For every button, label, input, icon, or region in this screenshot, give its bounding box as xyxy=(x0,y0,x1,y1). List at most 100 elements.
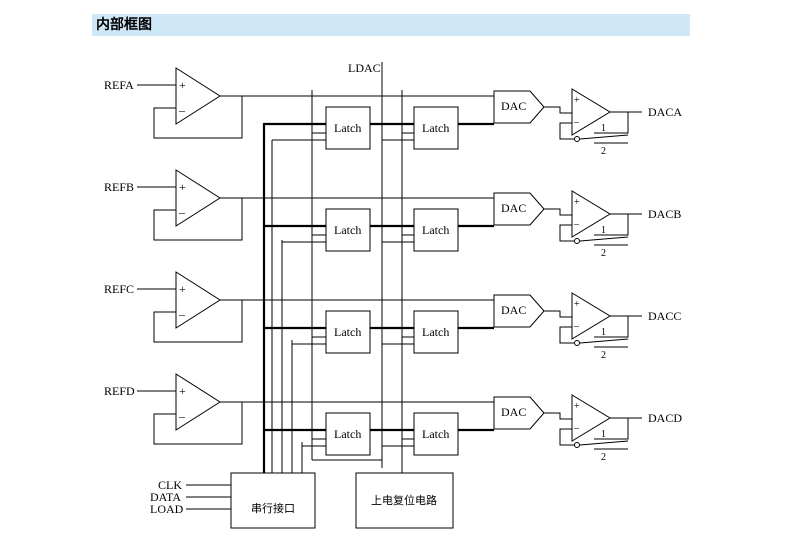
gain-1-label: 1 xyxy=(601,123,606,134)
input-latch xyxy=(325,106,371,150)
dac-latch-label: Latch xyxy=(422,223,449,237)
dac-output-label: DACB xyxy=(648,207,681,221)
gain-switch-arm xyxy=(579,338,629,344)
gain-feedback-return xyxy=(594,316,629,338)
ref-input-label: REFB xyxy=(104,180,134,194)
ref-input-label: REFD xyxy=(104,384,135,398)
dac-block xyxy=(493,294,545,328)
out-amp-minus: – xyxy=(573,423,580,434)
dac-latch-label: Latch xyxy=(422,121,449,135)
gain-feedback-line xyxy=(559,428,574,446)
output-amp xyxy=(571,394,611,442)
ref-amp-minus: – xyxy=(178,307,186,321)
ref-amp-plus: + xyxy=(179,282,186,296)
gain-switch-node xyxy=(574,238,580,244)
gain-switch-node xyxy=(574,442,580,448)
channel-1: REFB + – Latch Latch DAC + – DACB 1 2 xyxy=(104,169,681,259)
input-latch-label: Latch xyxy=(334,223,361,237)
gain-feedback-line xyxy=(559,326,574,344)
out-amp-plus: + xyxy=(574,197,580,208)
gain-feedback-line xyxy=(559,224,574,242)
dac-label: DAC xyxy=(501,405,526,419)
ref-amp-plus: + xyxy=(179,384,186,398)
dac-output-label: DACD xyxy=(648,411,682,425)
serial-interface-label: 串行接口 xyxy=(251,502,295,515)
dac-output-label: DACC xyxy=(648,309,681,323)
out-amp-minus: – xyxy=(573,219,580,230)
dac-to-amp-line xyxy=(544,208,572,216)
ref-input-label: REFC xyxy=(104,282,134,296)
dac-to-amp-line xyxy=(544,412,572,420)
dac-label: DAC xyxy=(501,99,526,113)
output-amp xyxy=(571,88,611,136)
dac-block xyxy=(493,192,545,226)
load-label: LOAD xyxy=(150,502,184,516)
dac-latch xyxy=(413,106,459,150)
gain-feedback-return xyxy=(594,418,629,440)
dac-latch-label: Latch xyxy=(422,325,449,339)
channel-3: REFD + – Latch Latch DAC + – DACD 1 2 xyxy=(104,373,682,463)
power-on-reset-label: 上电复位电路 xyxy=(371,493,437,507)
dac-latch xyxy=(413,412,459,456)
ref-amp-minus: – xyxy=(178,205,186,219)
input-latch xyxy=(325,208,371,252)
gain-feedback-line xyxy=(559,122,574,140)
dac-to-amp-line xyxy=(544,310,572,318)
gain-switch-node xyxy=(574,340,580,346)
ref-buffer-amp xyxy=(175,271,221,329)
channel-2: REFC + – Latch Latch DAC + – DACC 1 2 xyxy=(104,271,681,361)
output-amp xyxy=(571,292,611,340)
output-amp xyxy=(571,190,611,238)
input-latch-label: Latch xyxy=(334,427,361,441)
out-amp-minus: – xyxy=(573,321,580,332)
input-latch xyxy=(325,310,371,354)
ref-amp-plus: + xyxy=(179,180,186,194)
gain-1-label: 1 xyxy=(601,225,606,236)
gain-2-label: 2 xyxy=(601,452,606,463)
ref-buffer-amp xyxy=(175,373,221,431)
gain-1-label: 1 xyxy=(601,327,606,338)
gain-1-label: 1 xyxy=(601,429,606,440)
gain-switch-arm xyxy=(579,236,629,242)
ref-amp-plus: + xyxy=(179,78,186,92)
dac-to-amp-line xyxy=(544,106,572,114)
dac-latch xyxy=(413,310,459,354)
ref-buffer-amp xyxy=(175,169,221,227)
power-on-reset-block xyxy=(355,472,454,529)
serial-interface-block xyxy=(230,472,316,529)
gain-2-label: 2 xyxy=(601,350,606,361)
data-label: DATA xyxy=(150,490,181,504)
dac-label: DAC xyxy=(501,303,526,317)
out-amp-plus: + xyxy=(574,299,580,310)
section-header: 内部框图 xyxy=(92,14,690,36)
input-latch-label: Latch xyxy=(334,325,361,339)
ref-feedback-line xyxy=(153,402,243,445)
out-amp-plus: + xyxy=(574,95,580,106)
out-amp-plus: + xyxy=(574,401,580,412)
gain-2-label: 2 xyxy=(601,248,606,259)
dac-latch-label: Latch xyxy=(422,427,449,441)
input-latch-label: Latch xyxy=(334,121,361,135)
gain-switch-arm xyxy=(579,440,629,446)
dac-label: DAC xyxy=(501,201,526,215)
dac-block xyxy=(493,90,545,124)
ref-feedback-line xyxy=(153,300,243,343)
ref-amp-minus: – xyxy=(178,409,186,423)
section-title: 内部框图 xyxy=(96,17,152,33)
dac-latch xyxy=(413,208,459,252)
input-latch xyxy=(325,412,371,456)
gain-feedback-return xyxy=(594,112,629,134)
ref-buffer-amp xyxy=(175,67,221,125)
gain-feedback-return xyxy=(594,214,629,236)
gain-switch-arm xyxy=(579,134,629,140)
ref-feedback-line xyxy=(153,96,243,139)
ldac-label: LDAC xyxy=(348,61,381,75)
clk-label: CLK xyxy=(158,478,182,492)
ref-amp-minus: – xyxy=(178,103,186,117)
dac-output-label: DACA xyxy=(648,105,682,119)
gain-2-label: 2 xyxy=(601,146,606,157)
ref-feedback-line xyxy=(153,198,243,241)
gain-switch-node xyxy=(574,136,580,142)
